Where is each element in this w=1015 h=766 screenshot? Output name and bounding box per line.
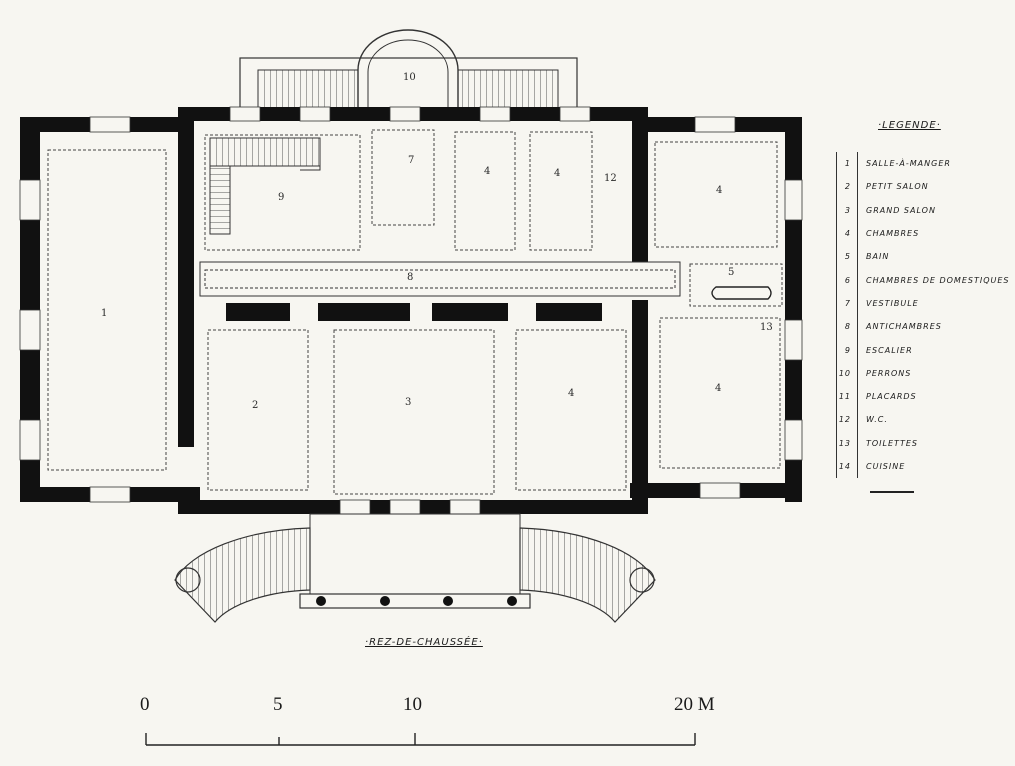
legend-item: 1Salle-à-manger xyxy=(837,152,1015,176)
room-label: 4 xyxy=(715,383,721,394)
room-labels: 1 2 3 4 4 4 4 4 5 7 8 9 10 12 13 xyxy=(101,72,773,411)
room-label: 8 xyxy=(407,272,413,283)
corridor xyxy=(199,261,681,297)
legend-item: 5Bain xyxy=(837,245,1015,269)
legend-item: 13Toilettes xyxy=(837,431,1015,455)
room-label: 4 xyxy=(554,168,560,179)
room-label: 4 xyxy=(716,185,722,196)
plan-caption: ·Rez-de-Chaussée· xyxy=(365,637,483,648)
windows xyxy=(19,106,803,515)
scale-bar xyxy=(145,733,696,746)
scale-label-20m: 20 M xyxy=(674,694,715,715)
legend-item: 2Petit Salon xyxy=(837,175,1015,199)
scale-label-0: 0 xyxy=(140,694,150,715)
room-label: 3 xyxy=(405,397,411,408)
scale-label-10: 10 xyxy=(403,694,422,715)
legend-item: 11Placards xyxy=(837,384,1015,409)
legend-title: ·LEGENDE· xyxy=(878,120,941,131)
room-label: 12 xyxy=(604,173,617,184)
legend-item: 8Antichambres xyxy=(837,315,1015,339)
room-label: 10 xyxy=(403,72,416,83)
room-label: 1 xyxy=(101,308,107,319)
room-label: 13 xyxy=(760,322,773,333)
room-label: 2 xyxy=(252,400,258,411)
legend-item: 10Perrons xyxy=(837,361,1015,385)
rear-perron xyxy=(239,29,578,111)
room-label: 4 xyxy=(568,388,574,399)
legend-item: 7Vestibule xyxy=(837,291,1015,316)
legend-item: 4Chambres xyxy=(837,221,1015,246)
bathtub xyxy=(711,286,772,300)
legend-item: 9Escalier xyxy=(837,338,1015,362)
legend-underline xyxy=(870,491,914,493)
front-perron xyxy=(174,513,656,623)
scale-label-5: 5 xyxy=(273,694,283,715)
room-label: 5 xyxy=(728,267,734,278)
legend-item: 3Grand Salon xyxy=(837,198,1015,222)
room-label: 7 xyxy=(408,155,414,166)
room-label: 9 xyxy=(278,192,284,203)
legend-item: 6Chambres de domestiques xyxy=(837,268,1015,292)
legend-item: 14Cuisine xyxy=(837,454,1015,479)
room-label: 4 xyxy=(484,166,490,177)
staircase xyxy=(209,137,321,235)
room-outlines xyxy=(47,129,783,495)
legend: 1Salle-à-manger 2Petit Salon 3Grand Salo… xyxy=(836,152,1015,479)
outer-walls xyxy=(20,107,802,514)
